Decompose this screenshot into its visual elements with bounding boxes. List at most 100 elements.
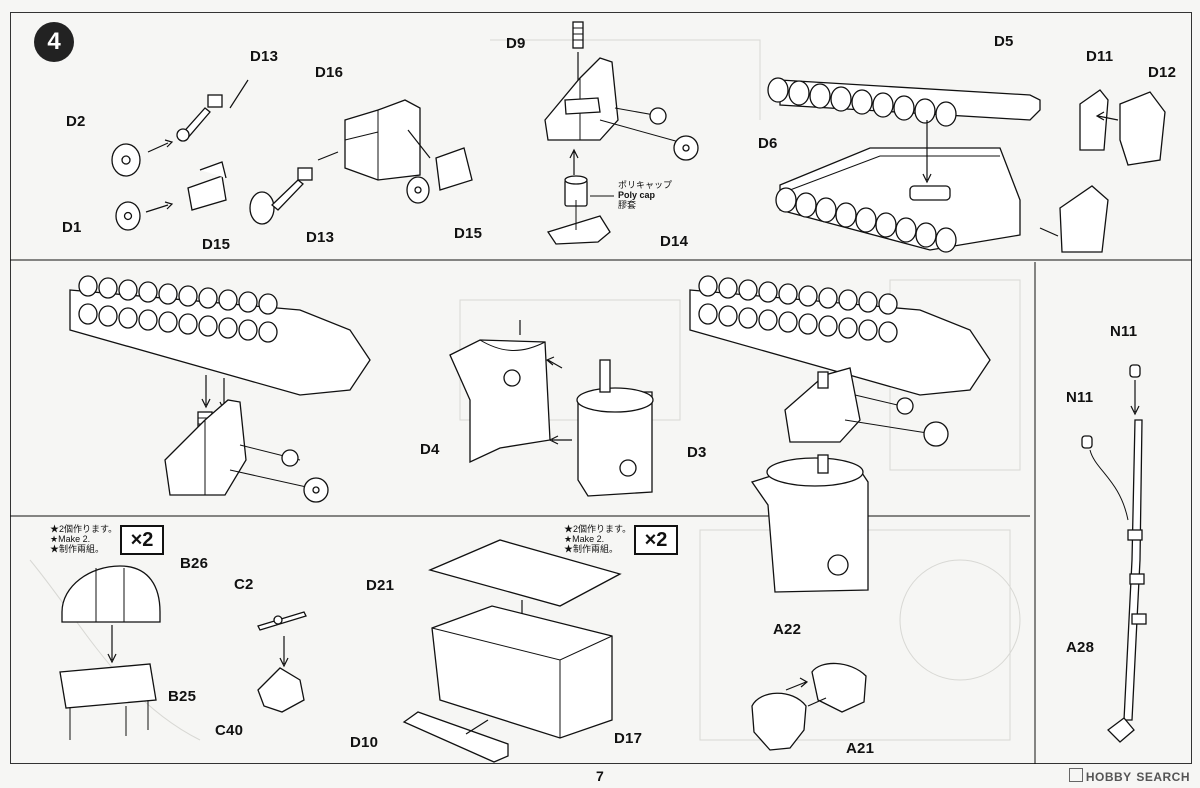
label-d3: D3: [687, 444, 707, 461]
tube-end: [98, 277, 118, 299]
tube-end: [872, 92, 894, 118]
make2-left-cn: ★制作兩組。: [50, 544, 105, 554]
tube-end: [818, 315, 838, 337]
tube-end: [914, 98, 936, 124]
bottom-box-d17: [402, 539, 622, 763]
tube-end: [855, 207, 877, 233]
label-d21: D21: [366, 577, 395, 594]
label-a21: A21: [846, 740, 875, 757]
middle-right-launcher: [689, 275, 991, 593]
tube-end: [830, 86, 852, 112]
watermark-suffix: SEARCH: [1136, 770, 1190, 784]
label-d15-right: D15: [454, 225, 483, 242]
label-d5: D5: [994, 33, 1014, 50]
tube-end: [238, 291, 258, 313]
label-a28: A28: [1066, 639, 1095, 656]
tube-end: [218, 289, 238, 311]
hobby-search-logo-icon: [1068, 768, 1083, 782]
tube-end: [935, 101, 957, 127]
step-number-badge: 4: [34, 22, 74, 62]
label-n11-lower: N11: [1066, 389, 1094, 406]
bleed-through-lines: [29, 39, 1021, 741]
top-middle-mount: [544, 21, 699, 245]
tube-end: [758, 309, 778, 331]
tube-end: [238, 319, 258, 341]
label-c2: C2: [234, 576, 254, 593]
tube-end: [178, 313, 198, 335]
tube-end: [78, 275, 98, 297]
tube-end: [858, 291, 878, 313]
tube-end: [138, 309, 158, 331]
bottom-c2-c40: [257, 611, 307, 713]
right-column-a28: [1081, 364, 1147, 743]
label-a22: A22: [773, 621, 802, 638]
tube-end: [78, 303, 98, 325]
make2-mid-en: ★Make 2.: [564, 534, 605, 544]
label-d9: D9: [506, 35, 526, 52]
tube-end: [795, 192, 817, 218]
tube-end: [138, 281, 158, 303]
tube-end: [198, 315, 218, 337]
tube-end: [838, 289, 858, 311]
label-d15-left: D15: [202, 236, 231, 253]
tube-end: [738, 279, 758, 301]
label-d6: D6: [758, 135, 778, 152]
middle-center-d3-d4: [449, 320, 654, 497]
polycap-en: Poly cap: [618, 190, 656, 200]
bottom-left-b25-b26: [59, 565, 161, 740]
tube-end: [851, 89, 873, 115]
tube-end: [118, 279, 138, 301]
tube-end: [809, 83, 831, 109]
make2-mid-cn: ★制作兩組。: [564, 544, 619, 554]
tube-end: [798, 285, 818, 307]
label-d11: D11: [1086, 48, 1114, 65]
tube-end: [98, 305, 118, 327]
make2-left-jp: ★2個作ります。: [50, 524, 118, 534]
label-d1: D1: [62, 219, 82, 236]
polycap-cn: 膠套: [618, 200, 637, 210]
make2-mid-jp: ★2個作ります。: [564, 524, 632, 534]
tube-end: [815, 197, 837, 223]
tube-end: [738, 307, 758, 329]
tube-end: [218, 317, 238, 339]
label-b25: B25: [168, 688, 197, 705]
tube-end: [718, 277, 738, 299]
tube-end: [198, 287, 218, 309]
make2-note-left: ★2個作ります。 ★Make 2. ★制作兩組。: [50, 524, 117, 554]
label-b26: B26: [180, 555, 209, 572]
watermark-brand: HOBBY: [1085, 770, 1132, 784]
watermark: HOBBY SEARCH: [1068, 768, 1190, 785]
page-frame: [10, 12, 1192, 764]
tube-end: [718, 305, 738, 327]
bottom-a21-a22: [751, 662, 867, 751]
top-right-rocket-tubes: [767, 77, 1166, 253]
tube-end: [778, 283, 798, 305]
tube-end: [178, 285, 198, 307]
tube-end: [818, 287, 838, 309]
tube-end: [118, 307, 138, 329]
page-number: 7: [596, 768, 604, 784]
tube-end: [835, 202, 857, 228]
label-d12: D12: [1148, 64, 1177, 81]
tube-end: [767, 77, 789, 103]
tube-end: [878, 293, 898, 315]
make2-left-en: ★Make 2.: [50, 534, 91, 544]
make2-note-mid: ★2個作ります。 ★Make 2. ★制作兩組。: [564, 524, 631, 554]
tube-end: [258, 321, 278, 343]
label-d17: D17: [614, 730, 643, 747]
tube-end: [878, 321, 898, 343]
tube-end: [698, 275, 718, 297]
tube-end: [875, 212, 897, 238]
label-n11-upper: N11: [1110, 323, 1138, 340]
tube-end: [158, 311, 178, 333]
polycap-note: ポリキャップ Poly cap 膠套: [618, 180, 672, 210]
label-d14: D14: [660, 233, 689, 250]
tube-end: [838, 317, 858, 339]
tube-end: [935, 227, 957, 253]
label-d16: D16: [315, 64, 344, 81]
times-two-badge-left: ×2: [120, 525, 164, 555]
tube-end: [893, 95, 915, 121]
tube-end: [798, 313, 818, 335]
